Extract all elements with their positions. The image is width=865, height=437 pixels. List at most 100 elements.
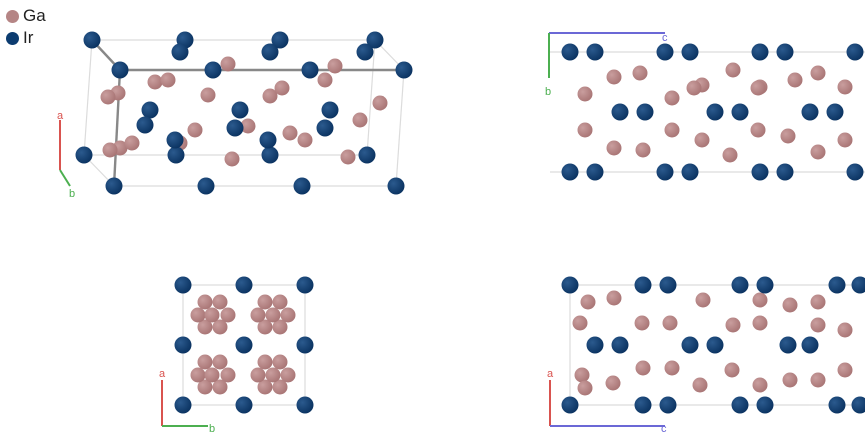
legend-item-ir: Ir <box>6 27 46 49</box>
ga-atom <box>606 140 622 156</box>
ga-atom <box>257 354 273 370</box>
ga-atom <box>695 292 711 308</box>
ga-atom <box>635 142 651 158</box>
ir-atom <box>706 103 724 121</box>
ga-atom <box>240 118 256 134</box>
ir-atom <box>561 163 579 181</box>
ga-atom <box>372 95 388 111</box>
ir-atom <box>611 103 629 121</box>
ir-atom <box>779 336 797 354</box>
ga-atom <box>580 294 596 310</box>
ga-atom <box>662 315 678 331</box>
ga-atom <box>262 88 278 104</box>
view-along-b: a c <box>547 276 865 435</box>
ir-atom <box>634 276 652 294</box>
ir-atom <box>141 101 159 119</box>
view-perspective: a b <box>57 31 413 200</box>
ga-atom <box>187 122 203 138</box>
ga-atom <box>197 319 213 335</box>
view-along-c: a b <box>159 276 314 435</box>
ir-atom <box>296 336 314 354</box>
ir-atom <box>226 119 244 137</box>
ir-atom <box>776 43 794 61</box>
ga-atom <box>837 79 853 95</box>
cell-edges-highlight <box>91 39 404 187</box>
unit-cell-along-b <box>569 284 865 406</box>
ga-atom <box>200 87 216 103</box>
ir-atom <box>83 31 101 49</box>
ga-atom <box>686 80 702 96</box>
ga-atom <box>725 317 741 333</box>
axis-c-label: c <box>661 423 667 435</box>
ir-color-swatch <box>6 31 19 45</box>
ga-atom <box>212 379 228 395</box>
ga-atom <box>810 144 826 160</box>
ga-atom <box>694 132 710 148</box>
ga-atom <box>102 142 118 158</box>
ga-atom <box>212 319 228 335</box>
axis-a-label: a <box>547 368 554 380</box>
ir-atom <box>231 101 249 119</box>
ir-atom <box>659 396 677 414</box>
ga-atom <box>810 294 826 310</box>
ir-atom <box>174 396 192 414</box>
ga-atom <box>577 122 593 138</box>
ga-atom <box>664 122 680 138</box>
legend-item-ga: Ga <box>6 5 46 27</box>
ga-atom <box>272 319 288 335</box>
ga-atom <box>837 362 853 378</box>
ga-atom <box>282 125 298 141</box>
ir-atom <box>751 43 769 61</box>
ir-atom <box>316 119 334 137</box>
ga-atom <box>257 294 273 310</box>
ga-atom <box>212 294 228 310</box>
ga-atom <box>837 132 853 148</box>
ga-atom <box>250 307 266 323</box>
ir-atom <box>851 276 865 294</box>
ir-atom <box>586 163 604 181</box>
ir-atom <box>846 43 864 61</box>
axis-a-label: a <box>57 110 64 122</box>
ga-atom <box>352 112 368 128</box>
ir-atom <box>706 336 724 354</box>
ir-atom <box>731 103 749 121</box>
ir-atom <box>75 146 93 164</box>
ga-atom <box>197 354 213 370</box>
ir-atom <box>136 116 154 134</box>
view-along-a: c b <box>545 32 865 181</box>
ir-atom <box>561 43 579 61</box>
ir-atom <box>586 336 604 354</box>
atoms-along-b <box>561 276 865 414</box>
ga-atom <box>752 292 768 308</box>
axes-along-a: c b <box>545 32 668 98</box>
ir-atom <box>271 31 289 49</box>
ir-atom <box>656 163 674 181</box>
axis-b-label: b <box>209 423 215 435</box>
ga-atom <box>810 65 826 81</box>
ga-atom <box>317 72 333 88</box>
ir-atom <box>681 43 699 61</box>
ir-atom <box>197 177 215 195</box>
ir-atom <box>395 61 413 79</box>
axis-b-line <box>59 169 71 187</box>
ga-atom <box>147 74 163 90</box>
ir-atom <box>731 276 749 294</box>
ir-atom <box>636 103 654 121</box>
ir-atom <box>776 163 794 181</box>
ga-atom <box>297 132 313 148</box>
axis-b-label: b <box>545 86 551 98</box>
ga-atom <box>632 65 648 81</box>
ga-atom <box>197 379 213 395</box>
ir-atom <box>296 396 314 414</box>
ga-atom <box>782 372 798 388</box>
ir-atom <box>611 336 629 354</box>
ir-atom <box>105 177 123 195</box>
axes-perspective: a b <box>57 110 75 200</box>
ga-atom <box>574 367 590 383</box>
ir-atom <box>756 276 774 294</box>
atoms-along-a <box>561 43 864 181</box>
ir-atom <box>261 146 279 164</box>
ir-atom <box>851 396 865 414</box>
ga-atom <box>752 377 768 393</box>
